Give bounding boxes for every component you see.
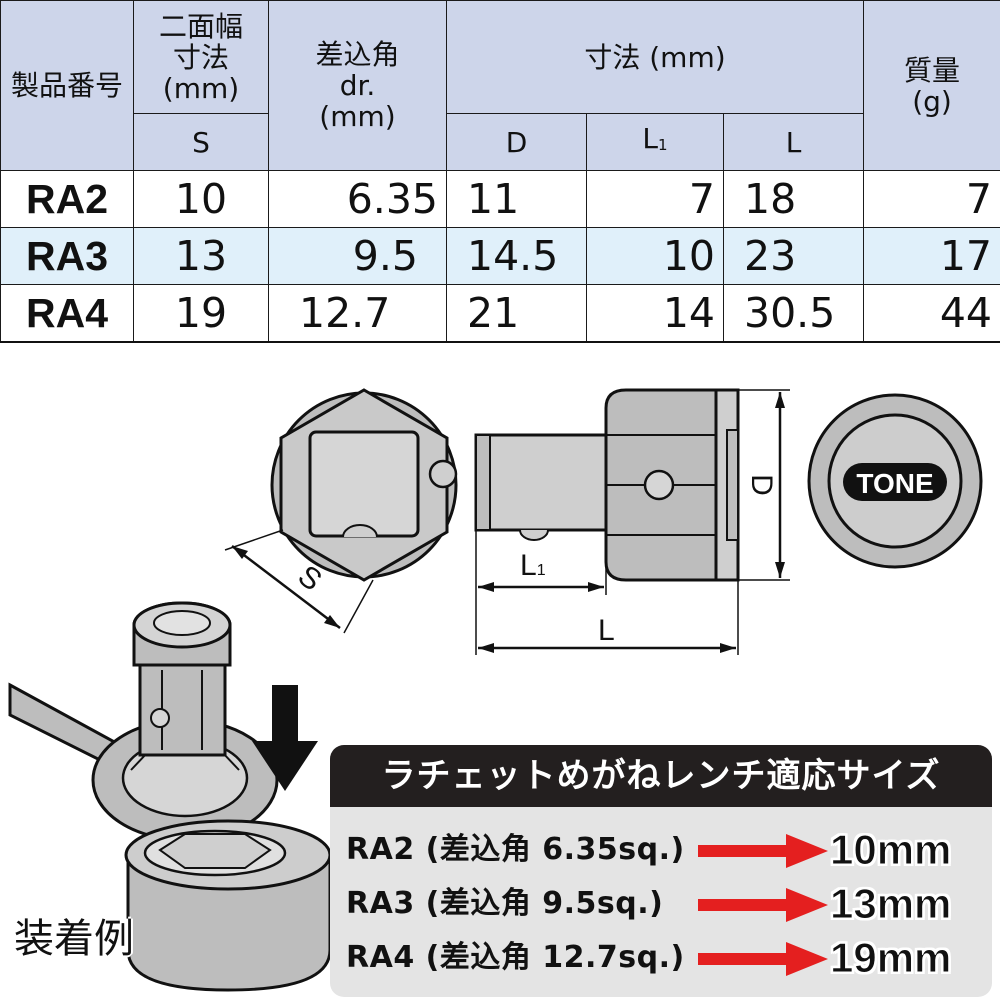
end-view-logo: TONE [807, 393, 983, 569]
side-view: D L1 L [474, 388, 790, 655]
cell-d: 11 [446, 170, 587, 228]
cell-d: 14.5 [446, 227, 587, 285]
cell-drive: 9.5 [268, 227, 447, 285]
cell-mass: 44 [863, 284, 1000, 343]
table-row: RA2 10 6.35 11 7 18 7 [0, 170, 1000, 228]
header-d: D [446, 113, 587, 171]
cell-s: 13 [133, 227, 269, 285]
technical-drawing: S D L1 L TONE [8, 388, 983, 992]
header-l: L [723, 113, 864, 171]
label-l: L [598, 614, 615, 647]
header-l1: L1 [586, 113, 724, 171]
list-item: RA3 (差込角 9.5sq.) 13mm [330, 877, 992, 931]
cell-l: 23 [723, 227, 864, 285]
fit-size-value: 19mm [830, 934, 952, 982]
list-item: RA4 (差込角 12.7sq.) 19mm [330, 931, 992, 985]
down-arrow-icon [252, 685, 318, 791]
header-mass: 質量 (g) [863, 0, 1000, 171]
table-row: RA4 19 12.7 21 14 30.5 44 [0, 284, 1000, 343]
cell-model: RA2 [0, 170, 134, 228]
cell-s: 10 [133, 170, 269, 228]
cell-l: 30.5 [723, 284, 864, 343]
cell-l: 18 [723, 170, 864, 228]
fit-size-value: 10mm [830, 826, 952, 874]
cell-l1: 10 [586, 227, 724, 285]
header-part-number: 製品番号 [0, 0, 134, 171]
right-arrow-icon [698, 942, 828, 976]
header-width-across-flats: 二面幅 寸法 (mm) [133, 0, 269, 114]
brand-logo: TONE [856, 468, 933, 499]
header-drive: 差込角 dr. (mm) [268, 0, 447, 171]
panel-title: ラチェットめがねレンチ適応サイズ [330, 745, 992, 807]
end-view-square-drive: S [224, 388, 458, 634]
cell-mass: 17 [863, 227, 1000, 285]
fit-model-label: RA2 (差込角 6.35sq.) [346, 832, 685, 867]
cell-l1: 7 [586, 170, 724, 228]
cell-l1: 14 [586, 284, 724, 343]
fit-model-label: RA3 (差込角 9.5sq.) [346, 886, 664, 921]
cell-drive: 12.7 [268, 284, 447, 343]
cell-s: 19 [133, 284, 269, 343]
cell-mass: 7 [863, 170, 1000, 228]
cell-drive: 6.35 [268, 170, 447, 228]
table-row: RA3 13 9.5 14.5 10 23 17 [0, 227, 1000, 285]
right-arrow-icon [698, 888, 828, 922]
header-s: S [133, 113, 269, 171]
label-d: D [745, 474, 778, 496]
fit-size-value: 13mm [830, 880, 952, 928]
list-item: RA2 (差込角 6.35sq.) 10mm [330, 823, 992, 877]
fit-model-label: RA4 (差込角 12.7sq.) [346, 940, 685, 975]
usage-example-illustration [8, 601, 332, 992]
cell-d: 21 [446, 284, 587, 343]
spec-table: 製品番号 二面幅 寸法 (mm) 差込角 dr. (mm) 寸法 (mm) 質量… [0, 0, 1000, 343]
header-dimensions: 寸法 (mm) [446, 0, 864, 114]
usage-example-label: 装着例 [14, 916, 134, 962]
cell-model: RA4 [0, 284, 134, 343]
compatible-size-panel: ラチェットめがねレンチ適応サイズ RA2 (差込角 6.35sq.) 10mm … [330, 745, 992, 997]
right-arrow-icon [698, 834, 828, 868]
label-l1: L1 [520, 549, 546, 582]
cell-model: RA3 [0, 227, 134, 285]
